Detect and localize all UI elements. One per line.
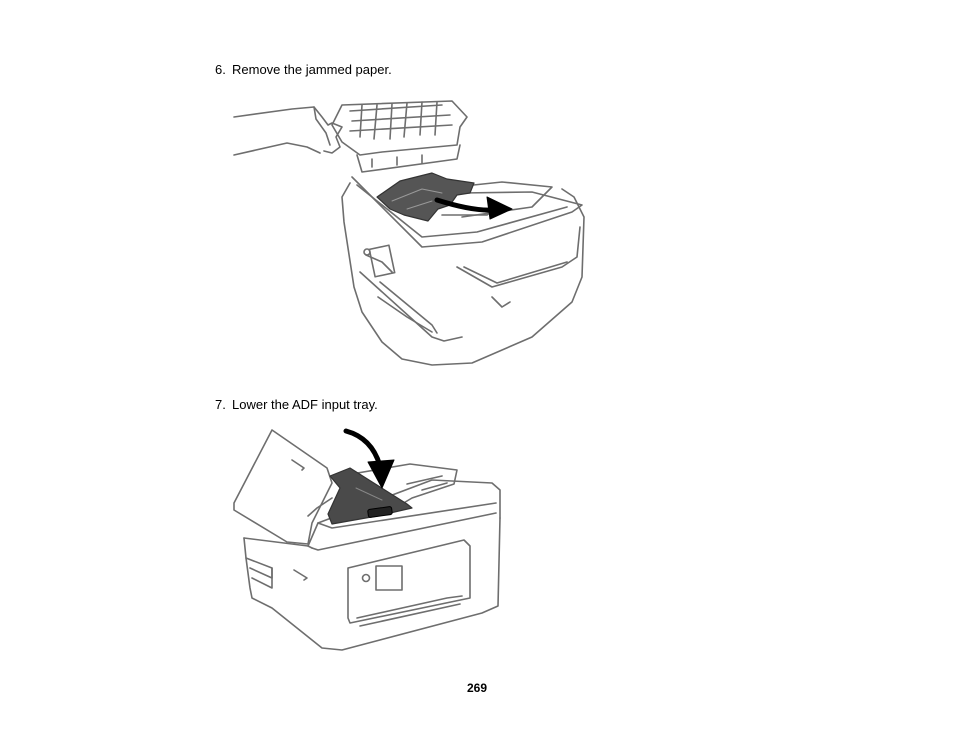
lower-adf-tray-illustration <box>232 428 504 652</box>
page-number: 269 <box>0 681 954 695</box>
step-number: 7. <box>215 397 232 413</box>
step-6: 6.Remove the jammed paper. <box>215 62 392 78</box>
step-7: 7.Lower the ADF input tray. <box>215 397 378 413</box>
step-text: Remove the jammed paper. <box>232 62 392 77</box>
step-text: Lower the ADF input tray. <box>232 397 378 412</box>
remove-jammed-paper-illustration <box>232 97 588 367</box>
step-number: 6. <box>215 62 232 78</box>
